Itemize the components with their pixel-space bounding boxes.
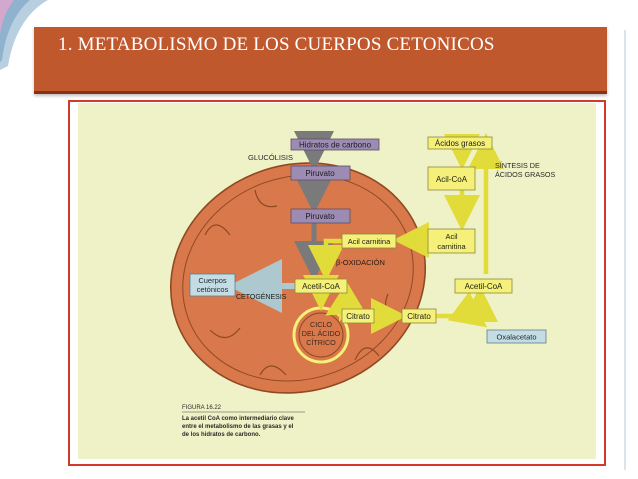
- label-acil-carnitina-outer-2: carnitina: [437, 242, 466, 251]
- slide-title: 1. METABOLISMO DE LOS CUERPOS CETONICOS: [58, 34, 495, 55]
- label-piruvato-inner: Piruvato: [305, 212, 335, 221]
- box-piruvato-inner: [290, 208, 351, 224]
- title-bar: [34, 27, 607, 94]
- right-decorative-line: [624, 30, 626, 470]
- caption-figure-label: FIGURA 16.22: [182, 405, 222, 411]
- box-piruvato-outer: [290, 165, 351, 181]
- label-acil-carnitina-inner: Acil carnitina: [348, 237, 391, 246]
- box-acil-coa: [427, 166, 476, 191]
- label-piruvato-outer: Piruvato: [305, 169, 335, 178]
- box-citrato-inner: [341, 308, 375, 324]
- box-hidratos: [290, 138, 380, 151]
- ciclo-label-2: DEL ÁCIDO: [302, 329, 341, 338]
- box-citrato-outer: [401, 308, 437, 324]
- box-acidos-grasos: [427, 136, 493, 150]
- box-acil-carnitina-inner: [341, 233, 397, 249]
- yellow-arrows: [303, 133, 504, 334]
- label-cetogenesis: CETOGÉNESIS: [236, 292, 287, 301]
- label-hidratos: Hidratos de carbono: [299, 141, 372, 150]
- box-acil-carnitina-outer: [427, 228, 476, 254]
- label-citrato-outer: Citrato: [407, 312, 431, 321]
- label-glucolisis: GLUCÓLISIS: [248, 153, 293, 162]
- label-beta-oxidacion: β-OXIDACIÓN: [336, 258, 385, 267]
- label-acidos-grasos: Ácidos grasos: [435, 139, 485, 148]
- corner-swoosh-decoration: [0, 0, 48, 70]
- label-citrato-inner: Citrato: [346, 312, 370, 321]
- label-oxalacetato: Oxalacetato: [496, 333, 536, 342]
- ciclo-label-1: CICLO: [310, 320, 332, 329]
- box-oxalacetato: [486, 329, 547, 344]
- label-sintesis-1: SÍNTESIS DE: [495, 161, 540, 170]
- label-acetil-coa-outer: Acetil-CoA: [465, 282, 503, 291]
- caption-line-2: entre el metabolismo de las grasas y el: [182, 424, 294, 430]
- label-acil-coa: Acil-CoA: [436, 175, 468, 184]
- label-acetil-coa-inner: Acetil-CoA: [302, 282, 340, 291]
- arrow-cycle-citrato: [339, 314, 343, 322]
- ciclo-label-3: CÍTRICO: [306, 338, 336, 347]
- box-cuerpos-cetonicos: [189, 273, 236, 297]
- box-acetil-coa-inner: [294, 278, 348, 294]
- citric-cycle-inner: [298, 312, 344, 358]
- label-cuerpos-1: Cuerpos: [198, 276, 227, 285]
- caption-line-3: de los hidratos de carbono.: [182, 432, 261, 438]
- caption-line-1: La acetil CoA como intermediario clave: [182, 416, 294, 422]
- label-cuerpos-2: cetónicos: [197, 285, 229, 294]
- label-sintesis-2: ÁCIDOS GRASOS: [495, 170, 556, 179]
- box-acetil-coa-outer: [454, 278, 513, 294]
- label-acil-carnitina-outer-1: Acil: [445, 232, 457, 241]
